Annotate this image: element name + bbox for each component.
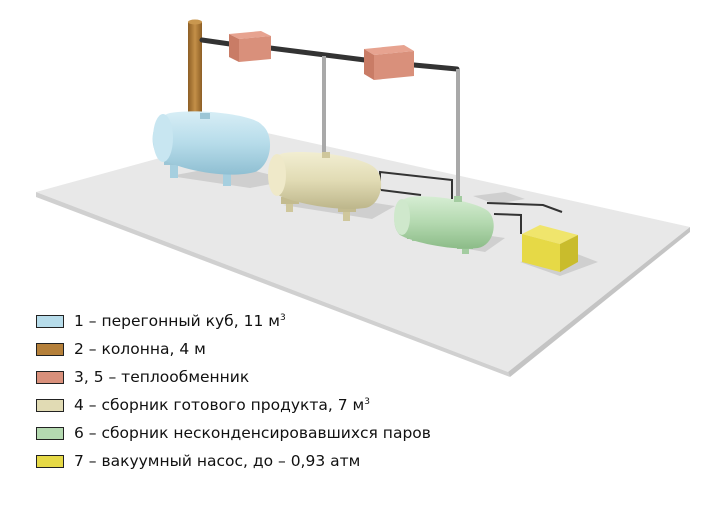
vacuum-pump-7: [522, 225, 578, 272]
heat-exchanger-5: [364, 45, 414, 80]
overhead-pipe: [199, 37, 460, 72]
legend-item: 2 – колонна, 4 м: [36, 335, 431, 363]
heat-exchanger-3: [229, 31, 271, 62]
vapor-collector-6: [394, 196, 494, 254]
legend-label: 6 – сборник несконденсировавшихся паров: [74, 424, 431, 442]
legend-label: 7 – вакуумный насос, до – 0,93 атм: [74, 452, 361, 470]
legend-label: 2 – колонна, 4 м: [74, 340, 206, 358]
legend-label: 4 – сборник готового продукта, 7 м3: [74, 396, 370, 414]
column-2: [188, 19, 202, 118]
legend-swatch: [36, 314, 64, 328]
legend-item: 1 – перегонный куб, 11 м3: [36, 307, 431, 335]
distillation-cube-1: [152, 111, 271, 186]
product-collector-4: [268, 152, 382, 221]
legend-item: 3, 5 – теплообменник: [36, 363, 431, 391]
legend-swatch: [36, 370, 64, 384]
floor-plate: [36, 131, 690, 377]
legend-label: 1 – перегонный куб, 11 м3: [74, 312, 286, 330]
legend-item: 6 – сборник несконденсировавшихся паров: [36, 419, 431, 447]
legend-item: 4 – сборник готового продукта, 7 м3: [36, 391, 431, 419]
legend-item: 7 – вакуумный насос, до – 0,93 атм: [36, 447, 431, 475]
legend-swatch: [36, 398, 64, 412]
legend: 1 – перегонный куб, 11 м3 2 – колонна, 4 …: [36, 307, 431, 475]
legend-swatch: [36, 454, 64, 468]
legend-label: 3, 5 – теплообменник: [74, 368, 250, 386]
legend-swatch: [36, 426, 64, 440]
vertical-pipes: [322, 56, 460, 197]
legend-swatch: [36, 342, 64, 356]
